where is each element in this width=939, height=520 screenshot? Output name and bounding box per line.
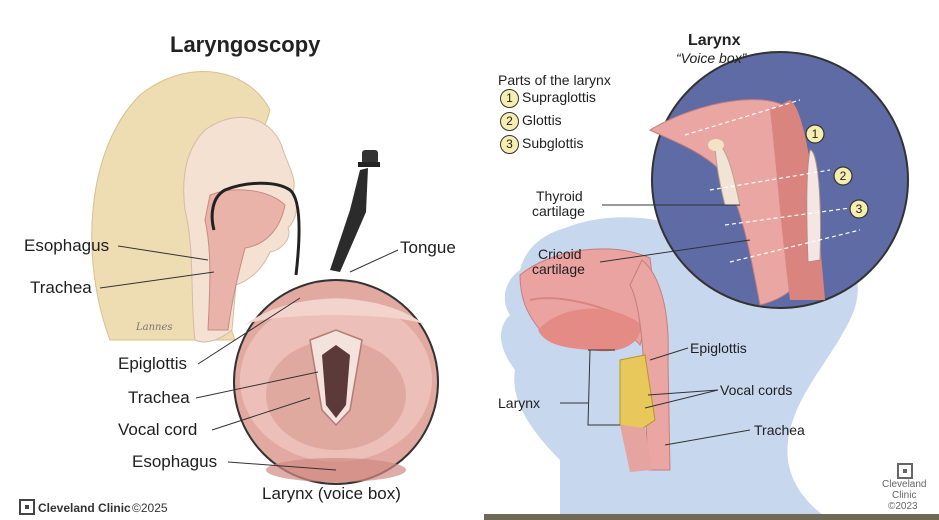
label-tongue: Tongue	[400, 238, 456, 257]
cleveland-clinic-logo-icon	[897, 463, 913, 479]
footer-brand-1: Cleveland	[882, 479, 927, 490]
throat-cross-section	[204, 189, 286, 331]
label-thyroid-2: cartilage	[532, 203, 585, 219]
laryngoscopy-illustration: Lannes	[19, 71, 439, 515]
label-cricoid-2: cartilage	[532, 261, 585, 277]
svg-text:1: 1	[812, 127, 819, 141]
cleveland-clinic-logo-icon	[19, 499, 35, 515]
svg-text:3: 3	[856, 202, 863, 216]
number-circle-icon: 3	[500, 135, 519, 154]
label-cricoid-1: Cricoid	[538, 246, 582, 262]
laryngoscopy-title: Laryngoscopy	[170, 32, 321, 57]
footer-copyright: ©2025	[132, 501, 168, 515]
label-trachea-top: Trachea	[30, 278, 92, 297]
label-larynx: Larynx	[498, 395, 541, 411]
scope-tube	[210, 181, 301, 276]
laryngoscope-icon	[330, 150, 380, 272]
larynx-subtitle: “Voice box”	[676, 50, 747, 66]
zoom-circle	[648, 51, 909, 309]
footer-brand: Cleveland Clinic	[38, 501, 131, 515]
label-vocal-cords: Vocal cords	[720, 382, 793, 398]
label-trachea: Trachea	[754, 422, 805, 438]
label-esophagus-bottom: Esophagus	[132, 452, 218, 471]
number-circle-icon: 2	[500, 112, 519, 131]
larynx-title: Larynx	[688, 32, 741, 49]
trachea-shape	[620, 425, 652, 472]
label-vocal-cord: Vocal cord	[118, 420, 198, 439]
label-epiglottis: Epiglottis	[690, 340, 747, 356]
caption-larynx: Larynx (voice box)	[262, 484, 401, 503]
label-esophagus-top: Esophagus	[24, 236, 110, 255]
laryngoscopy-panel: Lannes Laryngoscopy Esophagus Tra	[19, 32, 456, 515]
larynx-panel: 1 2 3 Larynx “Voice box” Parts of the la…	[470, 0, 939, 520]
number-circle-icon: 1	[500, 89, 519, 108]
label-epiglottis: Epiglottis	[118, 354, 187, 373]
part-name: Supraglottis	[522, 89, 596, 105]
number-circle-icon: 1 2 3	[805, 124, 869, 219]
larynx-view-circle	[233, 279, 439, 485]
footer-brand-2: Clinic	[892, 490, 917, 501]
parts-heading: Parts of the larynx	[498, 72, 611, 88]
level-lines	[684, 99, 861, 263]
label-trachea-bottom: Trachea	[128, 388, 190, 407]
left-pointer-lines	[99, 245, 399, 471]
svg-text:2: 2	[840, 169, 847, 183]
bottom-strip	[484, 514, 939, 520]
part-name: Glottis	[522, 112, 562, 128]
right-pointer-lines	[560, 204, 751, 446]
tongue-shape	[538, 308, 642, 352]
cartilage-shape	[619, 354, 656, 431]
artist-signature: Lannes	[135, 322, 173, 333]
part-name: Subglottis	[522, 135, 584, 151]
pharynx	[629, 259, 671, 471]
label-thyroid-1: Thyroid	[536, 188, 583, 204]
larynx-illustration: 1 2 3	[500, 51, 913, 520]
footer-copyright-right: ©2023	[888, 501, 918, 512]
